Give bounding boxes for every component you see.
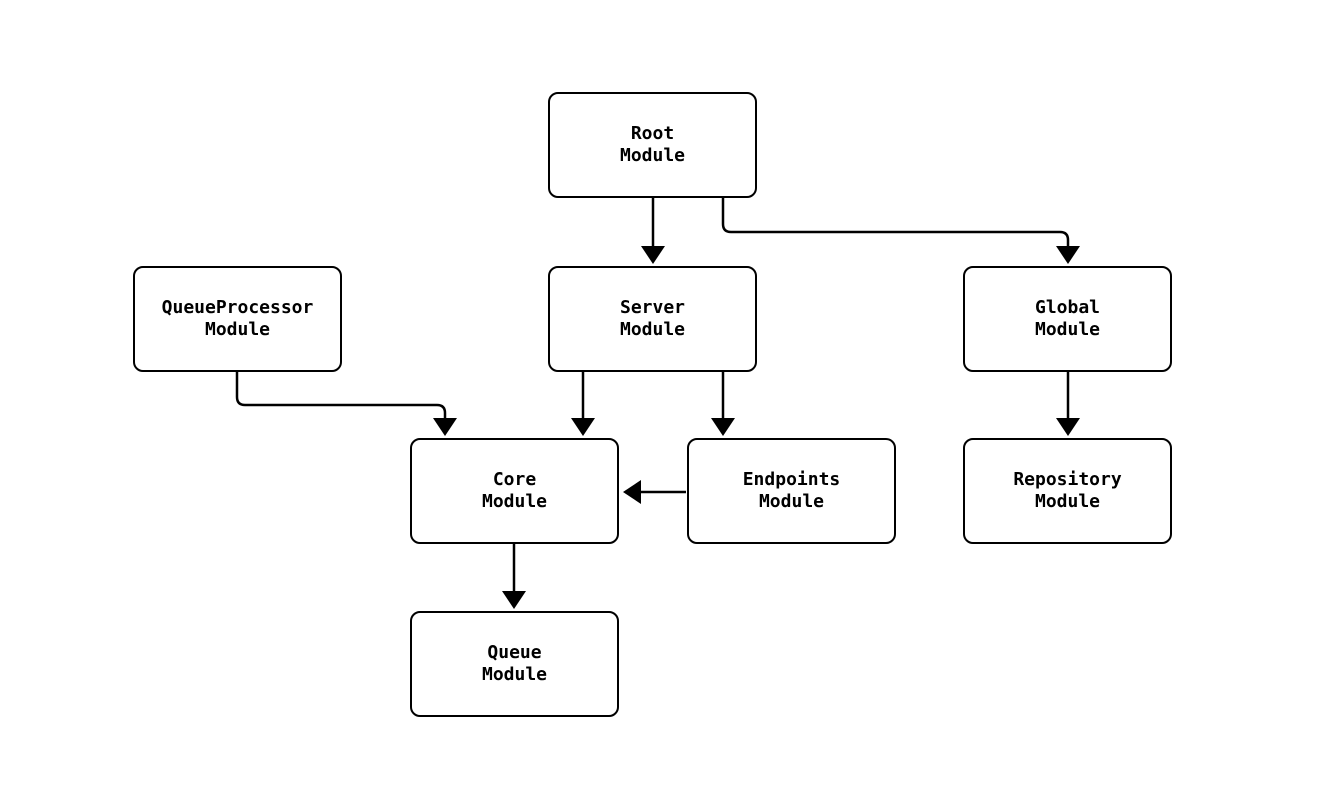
node-label: Endpoints Module bbox=[742, 469, 841, 512]
node-label: QueueProcessor Module bbox=[161, 297, 314, 340]
node-label: Root Module bbox=[619, 123, 686, 166]
node-label: Core Module bbox=[481, 469, 548, 512]
node-server-module: Server Module bbox=[548, 266, 757, 372]
node-label: Queue Module bbox=[481, 642, 548, 685]
node-endpoints-module: Endpoints Module bbox=[687, 438, 896, 544]
node-repository-module: Repository Module bbox=[963, 438, 1172, 544]
node-label: Repository Module bbox=[1013, 469, 1122, 512]
node-global-module: Global Module bbox=[963, 266, 1172, 372]
node-label: Server Module bbox=[619, 297, 686, 340]
node-queue-module: Queue Module bbox=[410, 611, 619, 717]
node-root-module: Root Module bbox=[548, 92, 757, 198]
node-core-module: Core Module bbox=[410, 438, 619, 544]
edge-root-to-global bbox=[721, 198, 1080, 264]
node-queueprocessor-module: QueueProcessor Module bbox=[133, 266, 342, 372]
node-label: Global Module bbox=[1034, 297, 1101, 340]
edge-queueprocessor-to-core bbox=[235, 371, 457, 436]
